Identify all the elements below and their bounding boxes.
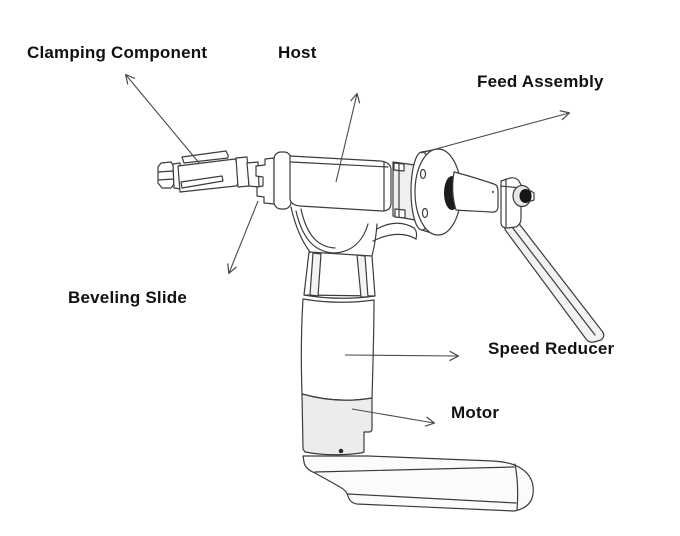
host-part — [289, 155, 418, 257]
label-feed-assembly: Feed Assembly — [477, 72, 604, 91]
beveling-slide-part — [255, 151, 292, 210]
clamping-component-part — [157, 150, 260, 193]
label-host: Host — [278, 43, 317, 62]
leader-host — [335, 92, 361, 183]
leader-feed-assembly — [420, 110, 571, 154]
leader-speed-reducer — [344, 350, 460, 362]
label-motor: Motor — [451, 403, 500, 422]
label-clamping-component: Clamping Component — [27, 43, 208, 62]
leader-clamping-component — [125, 74, 201, 165]
speed-reducer-part — [300, 251, 376, 401]
leader-lines — [125, 74, 571, 427]
motor-part — [301, 393, 373, 456]
label-beveling-slide: Beveling Slide — [68, 288, 188, 307]
leader-beveling-slide — [227, 200, 259, 275]
feed-assembly-part — [392, 148, 605, 343]
base-part — [302, 455, 534, 512]
label-speed-reducer: Speed Reducer — [488, 339, 615, 358]
leader-motor — [351, 408, 436, 427]
